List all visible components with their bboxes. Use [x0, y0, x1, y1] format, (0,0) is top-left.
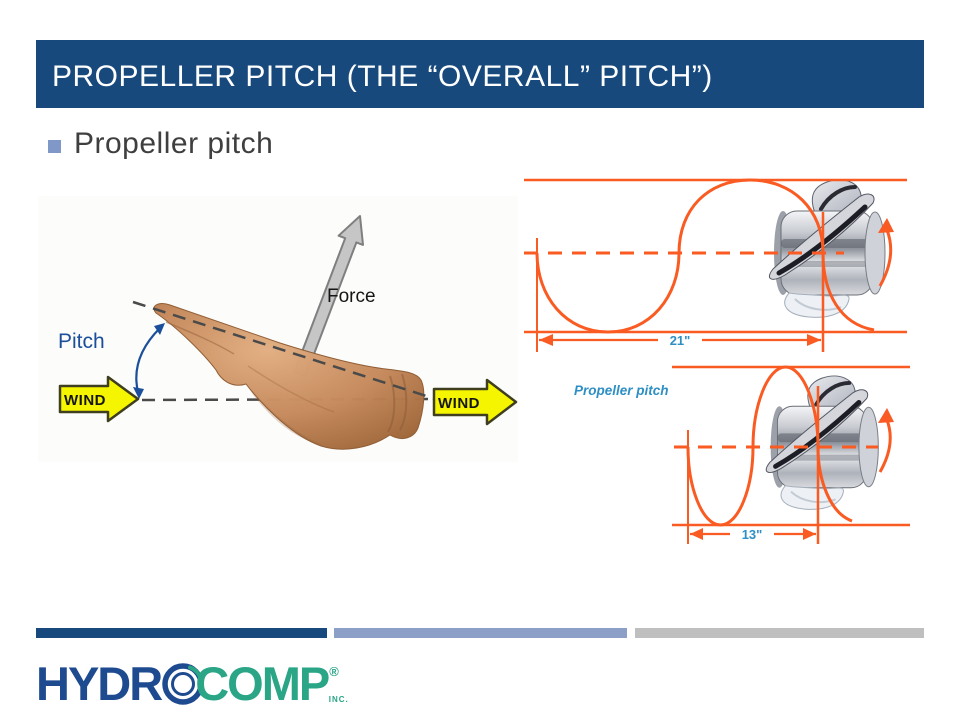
wind-arrow-left-icon: WIND [58, 375, 140, 423]
pitch-angle-arrow-icon [133, 323, 165, 399]
helix-wave-bottom [686, 365, 853, 527]
wind-left-label: WIND [64, 392, 106, 409]
chord-dashed-line [132, 300, 471, 412]
logo-o-swirl-icon [162, 663, 204, 705]
pitch-diagram-bottom: Propeller pitch 13" [574, 365, 910, 544]
title-bar: PROPELLER PITCH (THE “OVERALL” PITCH”) [36, 40, 924, 108]
slide-title: PROPELLER PITCH (THE “OVERALL” PITCH”) [52, 60, 713, 93]
pitch-label: Pitch [58, 330, 105, 353]
footer-bar-navy [36, 628, 327, 638]
logo-text-comp: COMP [195, 657, 330, 710]
bullet-text: Propeller pitch [74, 127, 274, 160]
footer-bar-gray [635, 628, 924, 638]
propeller-illustration-bottom [765, 375, 879, 510]
pitch-diagram-top: 21" [524, 178, 907, 352]
wind-arrow-right-icon: WIND [432, 378, 518, 426]
footer-bar-periwinkle [334, 628, 627, 638]
rotation-arrow-bottom-icon [878, 408, 894, 473]
hand-pitch-figure: Force Pitch WIND WIND [38, 196, 518, 462]
propeller-illustration-top [769, 179, 886, 318]
rotation-arrow-top-icon [878, 218, 894, 287]
helix-wave-top [535, 178, 875, 334]
logo-inc-label: INC. [328, 695, 349, 704]
registered-mark: ® [329, 664, 339, 679]
hand-illustration [153, 303, 425, 450]
bullet-marker [48, 139, 61, 153]
bullet-row: Propeller pitch [48, 127, 273, 161]
force-label: Force [327, 286, 376, 307]
dimension-arrow-top: 21" [539, 333, 821, 348]
dimension-arrow-bottom: 13" [690, 527, 816, 542]
dimension-label-21: 21" [670, 333, 691, 348]
logo-text-hydro: HYDR [36, 657, 163, 710]
wind-right-label: WIND [438, 395, 480, 412]
diagram-caption: Propeller pitch [574, 383, 669, 398]
hydrocomp-logo: HYDR COMP® INC. [36, 646, 349, 710]
dimension-label-13: 13" [742, 527, 763, 542]
